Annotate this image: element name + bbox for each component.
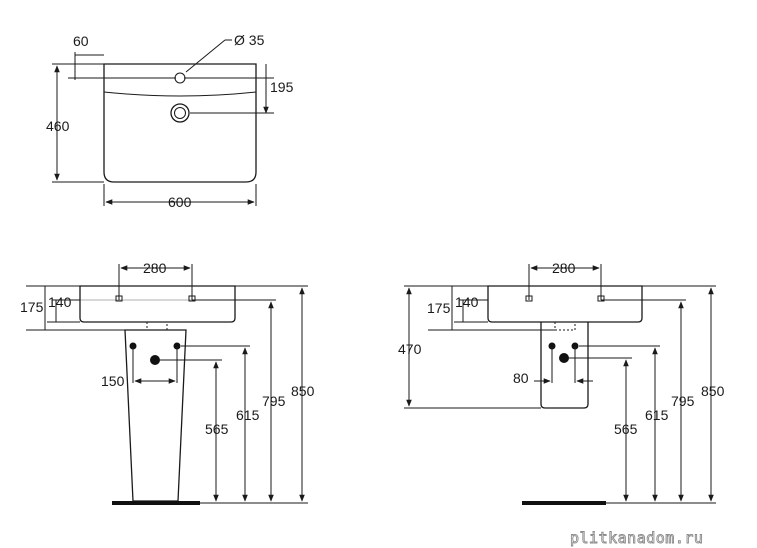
pedestal-view: 280 175 140 150 565 [20,260,315,505]
semi-rim-140-label: 140 [455,294,479,310]
hole-to-drain-label: 195 [270,79,294,95]
ped-rim-175-label: 175 [20,299,44,315]
semi-basin-outline [487,285,643,323]
pedestal-basin-outline [79,285,236,323]
tap-hole-icon [174,72,186,84]
ped-tap-spacing-label: 280 [143,260,167,276]
semi-dim-795: 795 [671,301,695,502]
semi-dim-850: 850 [701,287,725,502]
semi-dim-rim: 175 140 [427,285,555,331]
ped-dim-tap-spacing: 280 [118,260,193,300]
basin-top-outline [103,63,257,183]
semi-pedestal-body [540,322,589,409]
hole-diameter-label: Ø 35 [234,32,265,48]
ped-dim-565: 565 [205,361,229,502]
width-label: 600 [168,194,192,210]
dim-hole-to-drain: 195 [184,64,294,114]
depth-label: 460 [46,118,70,134]
dim-offset-60: 60 [68,33,176,80]
ped-height-615-label: 615 [236,407,260,423]
ped-rim-140-label: 140 [48,294,72,310]
semi-pedestal-view: 280 175 140 470 80 [398,260,725,505]
dim-hole-diameter: Ø 35 [185,32,265,73]
ped-dim-pipe-spacing: 150 [101,346,178,389]
dim-depth: 460 [46,63,104,183]
ped-dim-850: 850 [291,287,315,502]
semi-pedestal-height-label: 470 [398,341,422,357]
basin-inner-rim [103,91,257,97]
pedestal-trap [146,322,168,331]
semi-rim-175-label: 175 [427,300,451,316]
semi-tap-spacing-label: 280 [552,260,576,276]
ped-height-565-label: 565 [205,421,229,437]
ped-pipe-spacing-label: 150 [101,373,125,389]
ped-height-850-label: 850 [291,383,315,399]
semi-trap [554,322,576,331]
drain-inner-icon [174,107,186,119]
ped-dim-795: 795 [262,301,286,502]
drain-pipe-icon [150,355,160,365]
top-view: 60 Ø 35 195 460 600 [46,32,294,210]
ped-height-795-label: 795 [262,393,286,409]
drain-outer-icon [170,103,190,123]
dim-width: 600 [103,184,257,210]
offset-label: 60 [73,33,89,49]
semi-height-850-label: 850 [701,383,725,399]
semi-dim-565: 565 [614,359,638,502]
ped-dim-rim: 175 140 [20,285,147,331]
semi-height-615-label: 615 [645,407,669,423]
semi-dim-pipe-spacing: 80 [513,346,593,386]
semi-dim-615: 615 [645,347,669,502]
semi-height-565-label: 565 [614,421,638,437]
semi-dim-tap-spacing: 280 [528,260,602,300]
ped-dim-615: 615 [236,347,260,502]
semi-dim-pedestal-height: 470 [398,285,541,409]
watermark: plitkanadom.ru [570,529,703,547]
semi-drain-pipe-icon [559,353,569,363]
semi-height-795-label: 795 [671,393,695,409]
semi-pipe-spacing-label: 80 [513,370,529,386]
